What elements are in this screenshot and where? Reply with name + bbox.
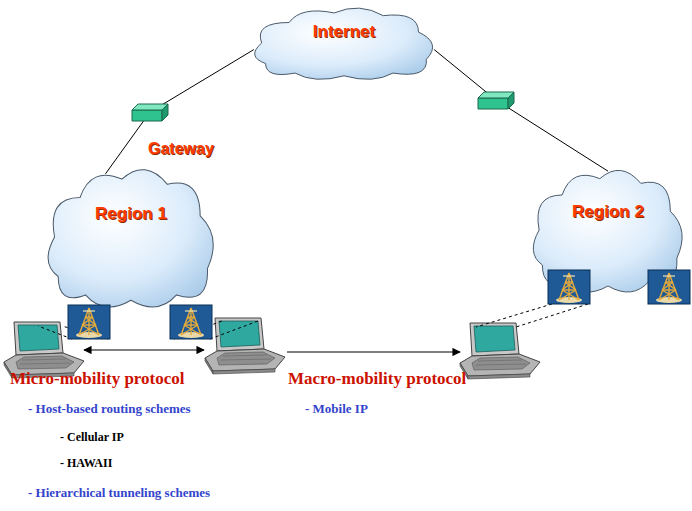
cloud-label: Internet (313, 22, 375, 42)
cloud-node: Region 2 (526, 160, 690, 300)
gateway-label: Gateway (148, 140, 214, 158)
base-station-icon (68, 305, 110, 339)
cloud-outline (526, 160, 690, 300)
list-item: - Mobile IP (305, 401, 368, 417)
gateway-icon (132, 104, 168, 121)
network-link (434, 50, 608, 172)
list-item: - Hierarchical tunneling schemes (28, 485, 210, 501)
gateway-icon (478, 92, 514, 109)
move-arrow (287, 351, 460, 352)
network-link (106, 50, 254, 174)
list-subitem: - HAWAII (60, 456, 112, 471)
move-arrow (84, 349, 204, 350)
section-heading: Micro-mobility protocol (10, 369, 185, 389)
list-subitem: - Cellular IP (60, 430, 124, 445)
base-station-icon (170, 305, 212, 339)
base-station-icon (648, 270, 690, 304)
section-heading: Macro-mobility protocol (288, 369, 466, 389)
cloud-outline (40, 158, 222, 316)
cloud-outline (246, 2, 442, 84)
laptop-icon (205, 318, 285, 374)
cloud-label: Region 1 (95, 204, 167, 224)
laptop-icon (460, 323, 540, 379)
cloud-node: Region 1 (40, 158, 222, 316)
cloud-label: Region 2 (572, 202, 644, 222)
list-item: - Host-based routing schemes (28, 401, 191, 417)
base-station-icon (548, 270, 590, 304)
radio-link (38, 304, 588, 339)
cloud-node: Internet (246, 2, 442, 84)
